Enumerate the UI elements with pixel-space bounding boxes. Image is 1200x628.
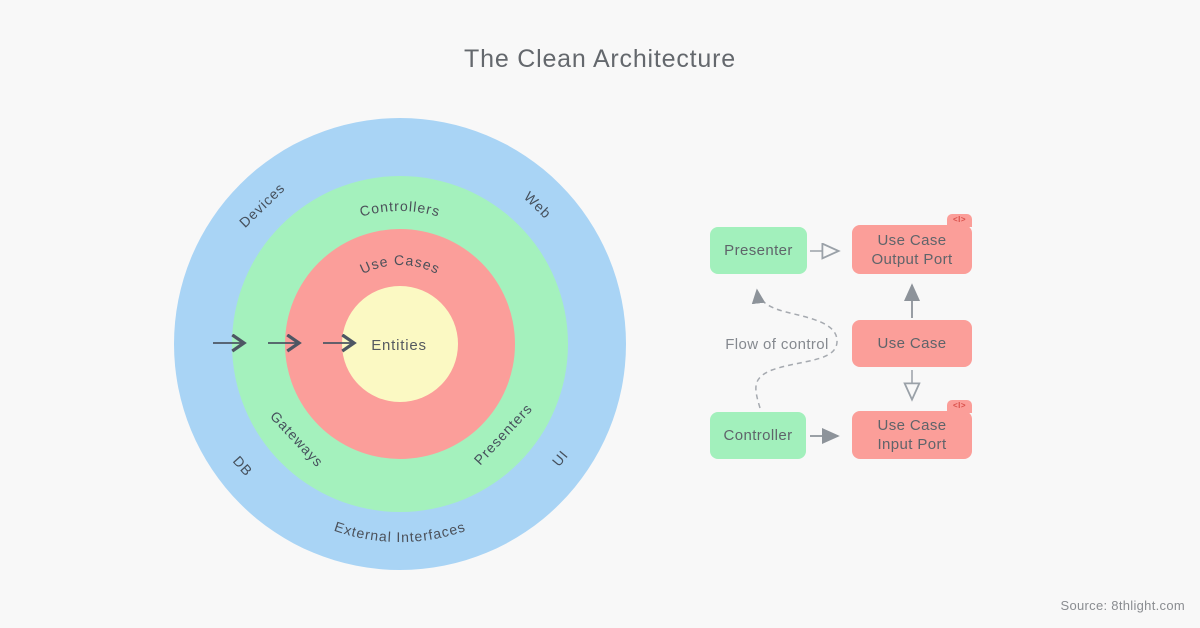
label-entities: Entities <box>371 337 427 354</box>
use-case-output-port-label: Use Case Output Port <box>871 231 953 268</box>
label-ui: UI <box>549 447 572 470</box>
label-controllers-arc: Controllers <box>358 198 442 220</box>
use-case-box-label: Use Case <box>877 335 947 352</box>
controller-box-label: Controller <box>723 427 793 444</box>
use-case-input-port-box: <I> Use Case Input Port <box>852 400 972 459</box>
interface-tag: <I> <box>947 214 972 227</box>
source-note: Source: 8thlight.com <box>1060 598 1185 613</box>
interface-tag: <I> <box>947 400 972 413</box>
presenter-box-label: Presenter <box>724 242 793 259</box>
use-case-output-port-box: <I> Use Case Output Port <box>852 214 972 274</box>
page-title: The Clean Architecture <box>464 45 736 73</box>
controller-box: Controller <box>710 412 806 459</box>
flow-of-control-label: Flow of control <box>725 336 829 353</box>
use-case-input-port-label: Use Case Input Port <box>877 417 947 453</box>
presenter-box: Presenter <box>710 227 807 274</box>
use-case-box: Use Case <box>852 320 972 367</box>
circle-entities <box>342 286 458 402</box>
flow-of-control-dashed-arrow <box>751 288 838 409</box>
